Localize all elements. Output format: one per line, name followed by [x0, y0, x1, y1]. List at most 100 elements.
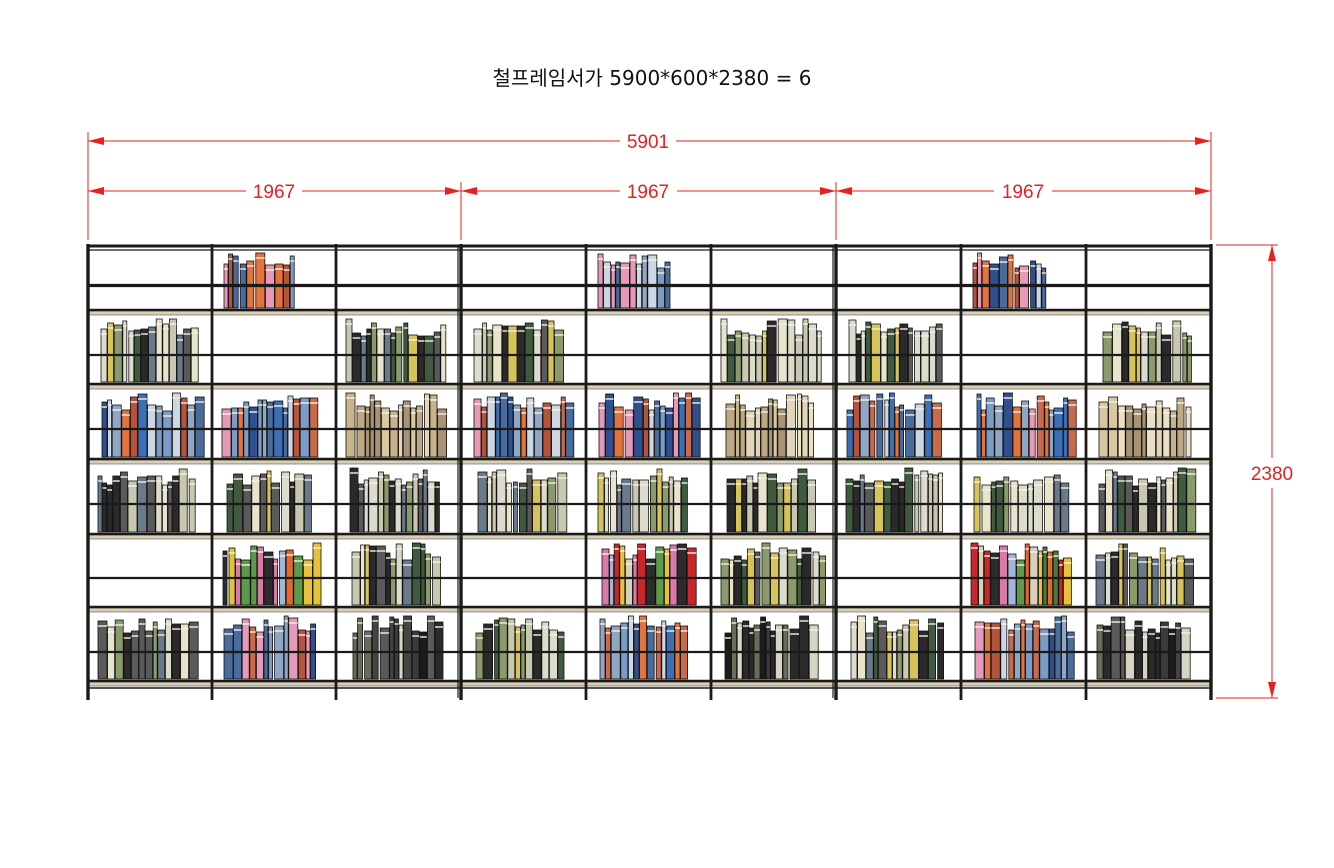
book-spine-band: [432, 561, 441, 563]
book: [495, 396, 501, 458]
book-spine-band: [389, 621, 394, 623]
book-spine-band: [1120, 621, 1125, 623]
book: [398, 404, 404, 458]
book: [848, 319, 857, 383]
book-group: [222, 542, 322, 606]
book: [1028, 408, 1036, 458]
book: [106, 484, 113, 533]
book-spine-band: [981, 414, 986, 416]
book-spine-band: [427, 620, 435, 622]
book-spine-band: [869, 405, 875, 407]
book-spine-band: [1018, 489, 1028, 491]
book-spine-band: [283, 269, 290, 271]
book: [896, 629, 903, 680]
book: [1180, 627, 1191, 680]
book: [920, 470, 929, 533]
book: [481, 406, 488, 458]
book-spine-band: [1068, 404, 1077, 406]
book-spine-band: [304, 479, 312, 481]
book-spine-band: [346, 397, 355, 399]
book: [299, 397, 310, 458]
book-group: [720, 542, 826, 606]
book-group: [223, 615, 317, 680]
book-spine-band: [526, 402, 534, 404]
book: [532, 629, 542, 680]
book-spine-band: [680, 630, 688, 632]
book: [853, 395, 860, 458]
book: [783, 482, 792, 533]
book-spine-band: [293, 403, 300, 405]
book: [770, 630, 776, 680]
book-spine-band: [1054, 412, 1063, 414]
book-spine-band: [621, 483, 631, 485]
book-spine-band: [1160, 626, 1169, 628]
book: [282, 407, 288, 458]
book-spine-band: [860, 479, 865, 481]
book-spine-band: [527, 473, 532, 475]
book: [429, 394, 438, 458]
book-spine-band: [547, 482, 556, 484]
book-spine-band: [1148, 336, 1156, 338]
book-spine-band: [996, 485, 1004, 487]
book: [845, 478, 854, 533]
book-spine-band: [692, 402, 701, 404]
book: [605, 393, 614, 458]
book-spine-band: [267, 475, 271, 477]
book: [819, 555, 826, 606]
total-width-arrow-left: [88, 137, 104, 145]
book-spine-band: [421, 548, 425, 550]
shelf-board: [87, 681, 1212, 687]
book: [505, 482, 512, 533]
book-group: [352, 615, 444, 680]
book: [289, 255, 295, 309]
book-spine-band: [643, 403, 649, 405]
book-spine-band: [991, 486, 996, 488]
book: [673, 392, 679, 458]
book-spine-band: [558, 636, 564, 638]
book-spine-band: [990, 557, 999, 559]
book: [760, 616, 766, 680]
book: [1108, 396, 1118, 458]
steel-frame: [86, 244, 1213, 700]
module-2-arrow-right: [820, 187, 836, 195]
book: [1063, 557, 1072, 606]
book-spine-band: [123, 637, 131, 639]
book-spine-band: [386, 557, 390, 559]
book-spine-band: [649, 414, 654, 416]
book-spine-band: [492, 476, 497, 478]
book: [309, 397, 319, 458]
book: [419, 631, 428, 680]
book: [241, 618, 250, 680]
book-spine-band: [137, 481, 147, 483]
book: [1165, 559, 1172, 606]
book-spine-band: [895, 332, 900, 334]
shelf-board: [87, 384, 1212, 390]
book: [145, 630, 154, 680]
book-spine-band: [128, 485, 137, 487]
book: [1027, 483, 1034, 533]
book-spine-band: [130, 401, 138, 403]
book-spine-band: [376, 550, 386, 552]
book: [741, 332, 750, 383]
book-spine-band: [1061, 620, 1067, 622]
book: [757, 472, 768, 533]
book-spine-band: [755, 556, 760, 558]
book: [755, 335, 763, 383]
book: [128, 330, 135, 383]
book-spine-band: [666, 630, 675, 632]
book-spine-band: [878, 625, 887, 627]
book-spine-band: [482, 327, 487, 329]
book-spine-band: [664, 553, 670, 555]
book-spine-band: [250, 550, 257, 552]
book-spine-band: [761, 411, 768, 413]
book: [616, 484, 622, 533]
book-spine-band: [977, 398, 981, 400]
book: [1098, 483, 1106, 533]
book: [1133, 408, 1142, 458]
book-spine-band: [779, 552, 788, 554]
book-spine-band: [881, 336, 887, 338]
book-spine-band: [189, 626, 199, 628]
book-spine-band: [876, 398, 883, 400]
book: [1042, 546, 1048, 606]
book: [164, 618, 172, 680]
